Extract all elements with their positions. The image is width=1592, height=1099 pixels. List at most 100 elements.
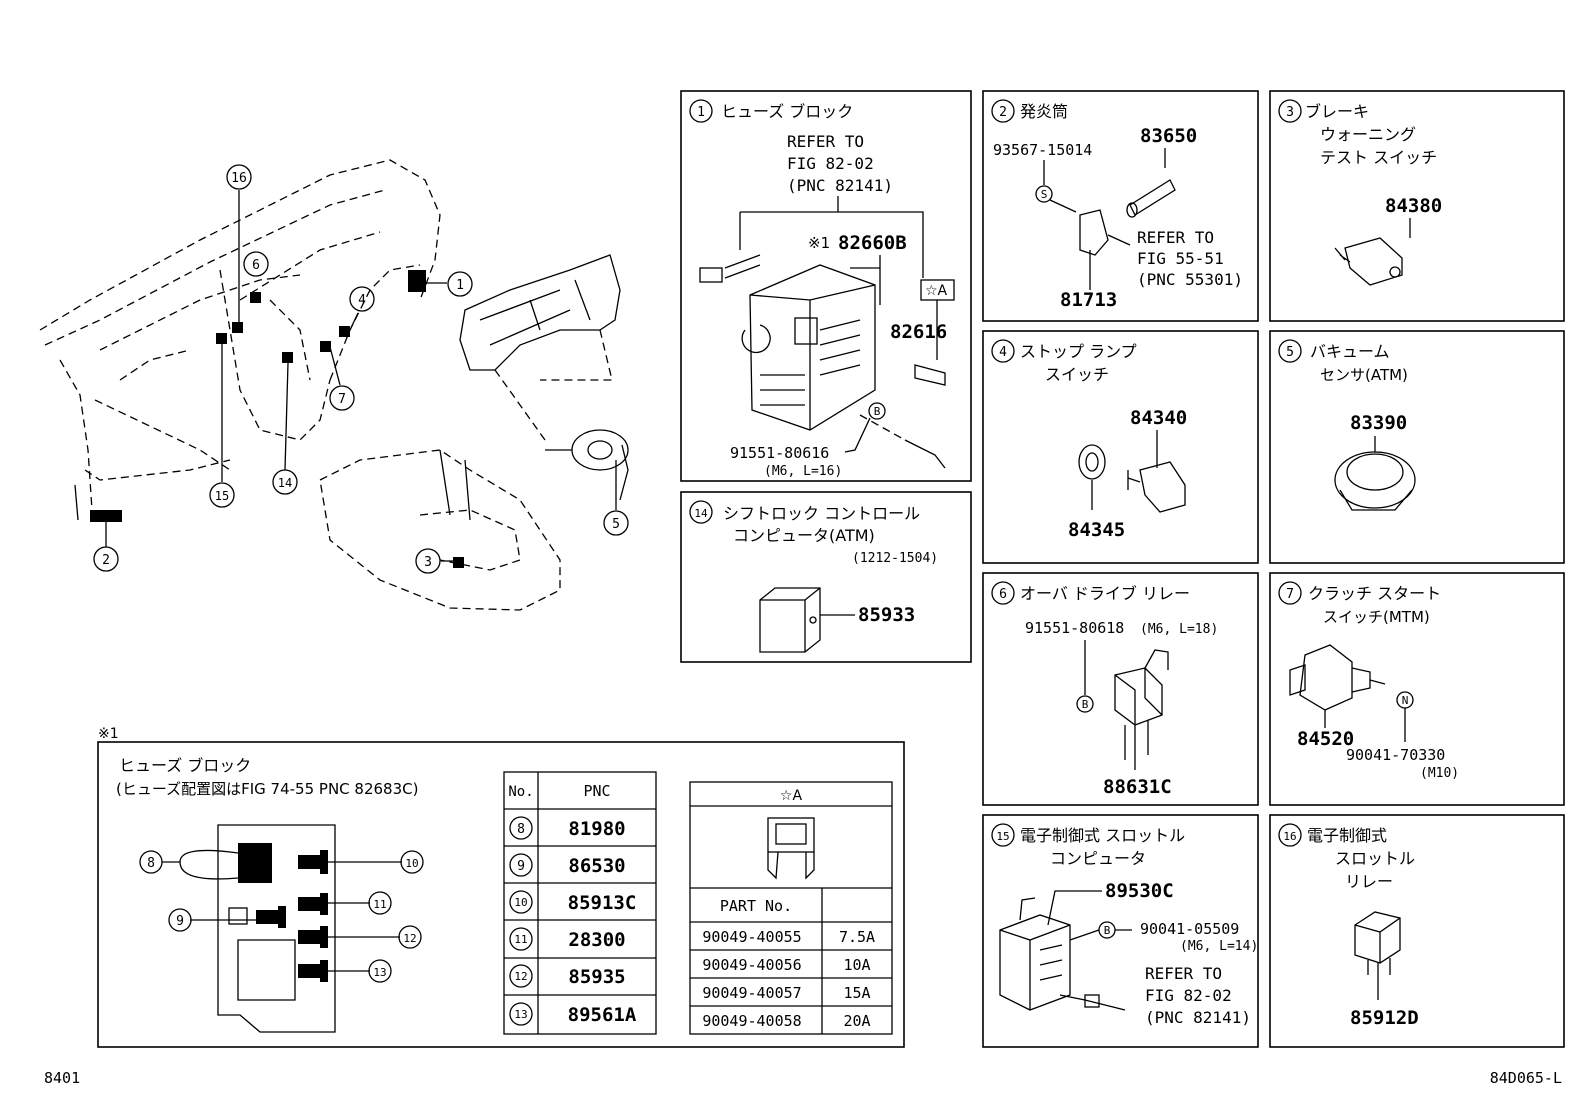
svg-text:クラッチ スタート: クラッチ スタート — [1308, 584, 1441, 603]
svg-text:10A: 10A — [843, 956, 870, 974]
svg-text:(M6, L=18): (M6, L=18) — [1140, 622, 1218, 637]
svg-text:90049-40055: 90049-40055 — [702, 928, 801, 946]
svg-text:12: 12 — [403, 932, 416, 945]
fuse-part-row-3: 90049-40057 15A — [702, 984, 870, 1002]
svg-text:85933: 85933 — [858, 604, 915, 626]
callout-11: 11 — [368, 891, 392, 915]
svg-text:81980: 81980 — [568, 818, 625, 840]
callout-6: 6 — [243, 251, 269, 277]
svg-text:シフトロック コントロール: シフトロック コントロール — [723, 504, 920, 523]
svg-text:※1: ※1 — [808, 234, 830, 252]
callout-8: 8 — [139, 850, 163, 874]
svg-text:ブレーキ: ブレーキ — [1305, 102, 1369, 121]
svg-text:(M10): (M10) — [1420, 766, 1459, 781]
svg-text:85935: 85935 — [568, 966, 625, 988]
svg-text:2: 2 — [102, 553, 110, 568]
svg-text:13: 13 — [373, 966, 386, 979]
svg-text:スイッチ: スイッチ — [1045, 365, 1109, 384]
svg-text:4: 4 — [999, 345, 1007, 360]
svg-text:84520: 84520 — [1297, 728, 1354, 750]
svg-text:86530: 86530 — [568, 855, 625, 877]
svg-text:20A: 20A — [843, 1012, 870, 1030]
panel-16-throttle-relay: 16 電子制御式 スロットル リレー 85912D — [1269, 814, 1565, 1048]
callout-7: 7 — [329, 385, 355, 411]
svg-text:10: 10 — [405, 857, 418, 870]
svg-text:7: 7 — [338, 392, 346, 407]
panel-14-shift-lock-computer: 14 シフトロック コントロール コンピュータ(ATM) (1212-1504)… — [680, 491, 972, 663]
callout-13: 13 — [368, 959, 392, 983]
svg-text:89530C: 89530C — [1105, 880, 1174, 902]
svg-text:電子制御式 スロットル: 電子制御式 スロットル — [1020, 826, 1185, 845]
svg-text:センサ(ATM): センサ(ATM) — [1320, 366, 1408, 384]
fuse-block-detail: ※1 ヒューズ ブロック (ヒューズ配置図はFIG 74-55 PNC 8268… — [97, 726, 905, 1048]
svg-text:ウォーニング: ウォーニング — [1320, 125, 1416, 144]
svg-text:REFER TO: REFER TO — [1145, 964, 1222, 983]
svg-text:スイッチ(MTM): スイッチ(MTM) — [1323, 608, 1430, 626]
svg-text:S: S — [1041, 188, 1048, 201]
svg-text:電子制御式: 電子制御式 — [1307, 826, 1387, 845]
callout-5: 5 — [603, 510, 629, 536]
svg-text:(M6, L=14): (M6, L=14) — [1180, 939, 1258, 954]
panel-3-brake-warning-switch: 3 ブレーキ ウォーニング テスト スイッチ 84380 — [1269, 90, 1565, 322]
page-code-left: 8401 — [44, 1069, 80, 1087]
svg-text:28300: 28300 — [568, 929, 625, 951]
svg-text:81713: 81713 — [1060, 289, 1117, 311]
svg-text:82660B: 82660B — [838, 232, 907, 254]
svg-text:5: 5 — [612, 517, 620, 532]
svg-text:9: 9 — [517, 859, 525, 874]
fuse-part-row-1: 90049-40055 7.5A — [702, 928, 875, 946]
svg-text:90049-40058: 90049-40058 — [702, 1012, 801, 1030]
pnc-row-11: 11 28300 — [509, 927, 626, 951]
svg-text:コンピュータ: コンピュータ — [1050, 849, 1146, 868]
svg-text:(PNC 82141): (PNC 82141) — [787, 176, 893, 195]
svg-text:☆A: ☆A — [925, 283, 948, 299]
svg-text:1: 1 — [697, 105, 705, 120]
pnc-row-9: 9 86530 — [509, 853, 626, 877]
svg-text:(PNC 55301): (PNC 55301) — [1137, 270, 1243, 289]
svg-text:発炎筒: 発炎筒 — [1020, 102, 1068, 121]
callout-16: 16 — [226, 164, 252, 190]
svg-text:(1212-1504): (1212-1504) — [852, 551, 938, 566]
svg-text:バキューム: バキューム — [1310, 342, 1390, 361]
svg-text:13: 13 — [514, 1008, 527, 1021]
svg-text:B: B — [874, 405, 881, 418]
svg-text:(PNC 82141): (PNC 82141) — [1145, 1008, 1251, 1027]
svg-text:90049-40057: 90049-40057 — [702, 984, 801, 1002]
svg-text:84345: 84345 — [1068, 519, 1125, 541]
dashboard-overview — [39, 159, 629, 611]
svg-text:84340: 84340 — [1130, 407, 1187, 429]
svg-text:6: 6 — [999, 587, 1007, 602]
panel-4-stop-lamp-switch: 4 ストップ ランプ スイッチ 84340 84345 — [982, 330, 1259, 564]
panel-5-vacuum-sensor: 5 バキューム センサ(ATM) 83390 — [1269, 330, 1565, 564]
svg-text:82616: 82616 — [890, 321, 947, 343]
svg-text:85913C: 85913C — [568, 892, 637, 914]
panel-1-fuse-block: 1 ヒューズ ブロック REFER TO FIG 82-02 (PNC 8214… — [680, 90, 972, 482]
svg-text:5: 5 — [1286, 345, 1294, 360]
svg-text:FIG 82-02: FIG 82-02 — [1145, 986, 1232, 1005]
svg-text:No.: No. — [508, 784, 533, 800]
svg-text:11: 11 — [514, 933, 527, 946]
svg-text:8: 8 — [147, 856, 155, 871]
svg-text:FIG 55-51: FIG 55-51 — [1137, 249, 1224, 268]
svg-text:15A: 15A — [843, 984, 870, 1002]
svg-text:(ヒューズ配置図はFIG 74-55 PNC 82683C): (ヒューズ配置図はFIG 74-55 PNC 82683C) — [116, 780, 418, 798]
svg-text:7.5A: 7.5A — [839, 928, 875, 946]
svg-text:12: 12 — [514, 970, 527, 983]
panel-6-overdrive-relay: 6 オーバ ドライブ リレー 91551-80618 (M6, L=18) B … — [982, 572, 1259, 806]
page-code-right: 84D065-L — [1490, 1069, 1562, 1087]
panel-2-flare: 2 発炎筒 93567-15014 S 83650 REFER TO FIG 5… — [982, 90, 1259, 322]
svg-text:ヒューズ ブロック: ヒューズ ブロック — [721, 102, 853, 121]
svg-text:84380: 84380 — [1385, 195, 1442, 217]
svg-text:B: B — [1082, 698, 1089, 711]
panel-7-clutch-start-switch: 7 クラッチ スタート スイッチ(MTM) N 84520 90041-7033… — [1269, 572, 1565, 806]
svg-text:☆A: ☆A — [780, 788, 803, 804]
svg-text:9: 9 — [176, 914, 184, 929]
svg-text:91551-80618: 91551-80618 — [1025, 619, 1124, 637]
callout-1: 1 — [447, 271, 473, 297]
svg-text:スロットル: スロットル — [1335, 849, 1415, 868]
